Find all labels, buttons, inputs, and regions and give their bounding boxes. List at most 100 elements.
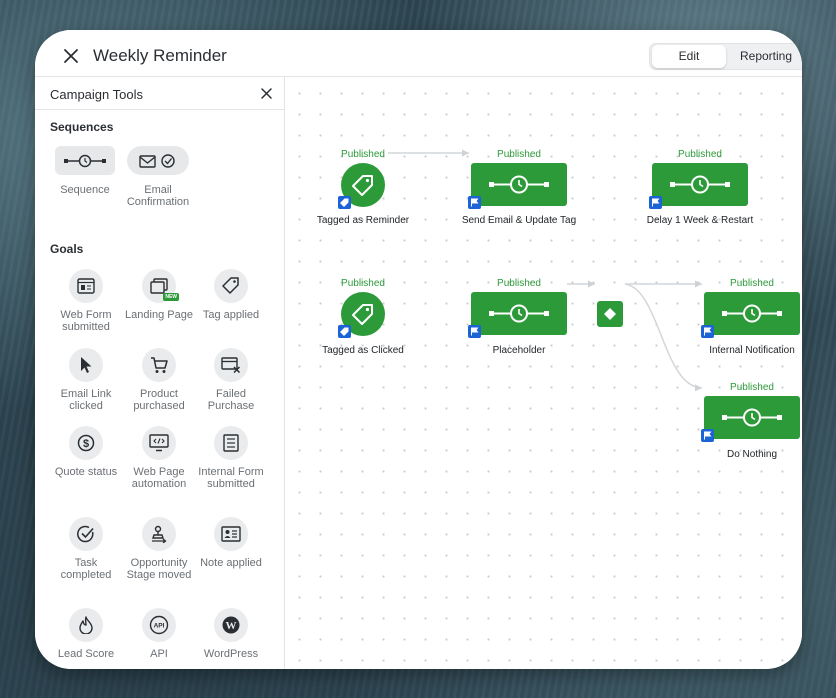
goal-task-completed[interactable]: Task completed	[50, 517, 122, 581]
landing-page-icon: NEW	[142, 269, 179, 303]
tool-label: Opportunity Stage moved	[126, 557, 192, 581]
form-icon	[214, 426, 248, 460]
node-status: Published	[341, 278, 385, 289]
tool-label: WordPress	[203, 648, 259, 660]
goal-product-purchased[interactable]: Product purchased	[123, 348, 195, 412]
goal-web-form-submitted[interactable]: Web Form submitted	[50, 269, 122, 333]
node-status: Published	[730, 278, 774, 289]
tab-edit[interactable]: Edit	[652, 45, 726, 68]
api-icon: API	[142, 608, 176, 642]
sequences-heading: Sequences	[50, 120, 114, 134]
svg-text:API: API	[154, 623, 165, 630]
sequence-icon	[55, 146, 115, 175]
tag-icon	[352, 175, 373, 196]
campaign-tools-panel: Campaign Tools Sequences Sequence	[35, 77, 285, 669]
tool-label: Email Link clicked	[60, 388, 112, 412]
cursor-icon	[69, 348, 103, 382]
node-label: Tagged as Reminder	[316, 215, 410, 226]
tab-reporting[interactable]: Reporting	[739, 49, 793, 63]
node-status: Published	[341, 149, 385, 160]
goal-landing-page[interactable]: NEW Landing Page	[123, 269, 195, 321]
flag-icon	[649, 196, 662, 209]
node-label: Do Nothing	[726, 449, 778, 460]
goal-wordpress[interactable]: W WordPress	[195, 608, 267, 660]
svg-text:W: W	[226, 620, 237, 632]
tool-label: Landing Page	[125, 309, 193, 321]
diamond-icon	[604, 308, 616, 320]
campaign-builder-window: Weekly Reminder Edit Reporting Campaign …	[35, 30, 802, 669]
top-bar: Weekly Reminder Edit Reporting	[35, 30, 802, 77]
node-status: Published	[678, 149, 722, 160]
sequence-icon	[722, 304, 782, 323]
flag-icon	[468, 196, 481, 209]
web-code-icon	[142, 426, 176, 460]
node-label: Delay 1 Week & Restart	[646, 215, 754, 226]
tool-label: Product purchased	[133, 388, 185, 412]
wordpress-icon: W	[214, 608, 248, 642]
panel-title: Campaign Tools	[50, 87, 143, 102]
flag-icon	[701, 325, 714, 338]
goals-heading: Goals	[50, 242, 84, 256]
node-status: Published	[497, 149, 541, 160]
tool-label: Note applied	[200, 557, 262, 569]
tag-icon	[352, 304, 373, 325]
sequence-node-do-nothing[interactable]	[704, 396, 800, 439]
flag-icon	[701, 429, 714, 442]
tool-label: Lead Score	[57, 648, 115, 660]
tool-label: Web Page automation	[131, 466, 187, 490]
new-badge: NEW	[163, 293, 179, 301]
goal-note-applied[interactable]: Note applied	[195, 517, 267, 569]
sequence-node-send-email[interactable]	[471, 163, 567, 206]
tool-sequence[interactable]: Sequence	[49, 146, 121, 196]
sequence-icon	[722, 408, 782, 427]
tag-badge-icon	[338, 325, 351, 338]
goal-internal-form-submitted[interactable]: Internal Form submitted	[195, 426, 267, 490]
tool-label: Quote status	[54, 466, 118, 478]
sequence-node-delay-restart[interactable]	[652, 163, 748, 206]
goal-email-link-clicked[interactable]: Email Link clicked	[50, 348, 122, 412]
failed-card-icon	[214, 348, 248, 382]
goal-opportunity-stage-moved[interactable]: Opportunity Stage moved	[123, 517, 195, 581]
tool-label: Failed Purchase	[207, 388, 255, 412]
sequence-icon	[489, 175, 549, 194]
tool-label: Web Form submitted	[60, 309, 112, 333]
node-label: Placeholder	[492, 345, 546, 356]
tool-label: Tag applied	[202, 309, 260, 321]
goal-quote-status[interactable]: $ Quote status	[50, 426, 122, 478]
email-check-icon	[127, 146, 189, 175]
flag-icon	[468, 325, 481, 338]
node-label: Send Email & Update Tag	[461, 215, 577, 226]
tag-icon	[214, 269, 248, 303]
tool-label: Sequence	[60, 184, 110, 196]
sequence-icon	[489, 304, 549, 323]
tool-label: Internal Form submitted	[198, 466, 264, 490]
workflow-canvas[interactable]: Published Tagged as Reminder Published S…	[285, 77, 802, 669]
tag-badge-icon	[338, 196, 351, 209]
panel-header: Campaign Tools	[35, 77, 284, 110]
tool-email-confirmation[interactable]: Email Confirmation	[122, 146, 194, 208]
goal-api[interactable]: API API	[123, 608, 195, 660]
sequence-icon	[670, 175, 730, 194]
sequence-node-internal-notification[interactable]	[704, 292, 800, 335]
tool-label: API	[150, 648, 168, 660]
node-status: Published	[730, 382, 774, 393]
tool-label: Email Confirmation	[126, 184, 190, 208]
node-label: Tagged as Clicked	[322, 345, 404, 356]
goal-web-page-automation[interactable]: Web Page automation	[123, 426, 195, 490]
sequence-node-placeholder[interactable]	[471, 292, 567, 335]
goal-failed-purchase[interactable]: Failed Purchase	[195, 348, 267, 412]
tool-label: Task completed	[60, 557, 112, 581]
goal-tag-applied[interactable]: Tag applied	[195, 269, 267, 321]
stage-icon	[142, 517, 176, 551]
connection-lines	[388, 149, 703, 392]
flame-icon	[69, 608, 103, 642]
goal-lead-score[interactable]: Lead Score	[50, 608, 122, 660]
check-circle-icon	[69, 517, 103, 551]
decision-node[interactable]	[597, 301, 623, 327]
close-panel-icon[interactable]	[261, 88, 272, 99]
node-label: Internal Notification	[709, 345, 795, 356]
svg-text:$: $	[83, 438, 89, 450]
close-icon[interactable]	[63, 48, 79, 64]
note-icon	[214, 517, 248, 551]
dollar-icon: $	[69, 426, 103, 460]
